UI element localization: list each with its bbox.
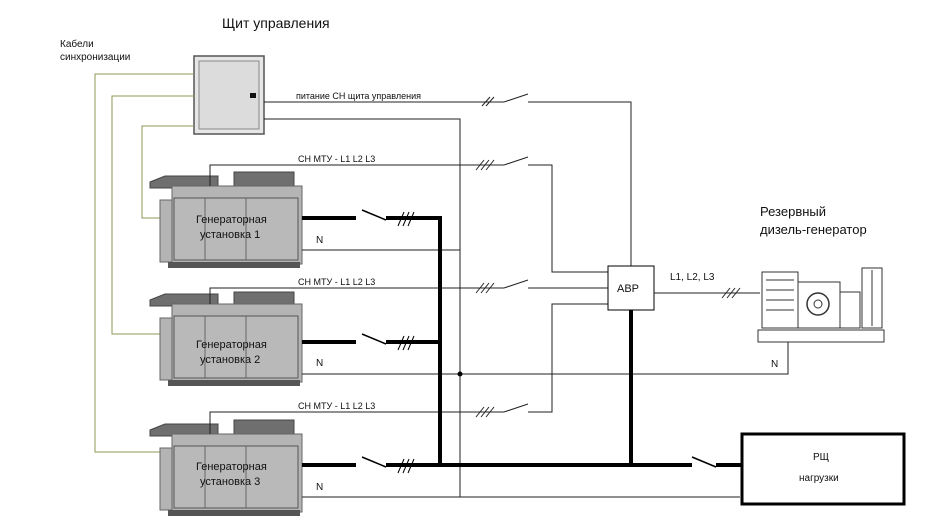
neutral-wiring: [302, 249, 789, 498]
generator-3-label-2: установка 3: [200, 476, 260, 488]
load-panel-box: [740, 432, 906, 506]
cabinet-supply-wiring: [264, 93, 740, 498]
aux-label-3: СН МТУ - L1 L2 L3: [298, 401, 375, 411]
generator-3-label-1: Генераторная: [196, 461, 267, 473]
ats-label: АВР: [617, 283, 639, 295]
phases-label: L1, L2, L3: [670, 272, 715, 283]
neutral-label-3: N: [316, 482, 323, 493]
sync-cables: [94, 73, 194, 453]
generator-set-icon: [149, 171, 303, 268]
aux-label-2: СН МТУ - L1 L2 L3: [298, 277, 375, 287]
control-panel-title: Щит управления: [222, 15, 330, 31]
aux-wiring: [209, 156, 608, 434]
control-cabinet-icon: [193, 55, 265, 135]
reserve-feed-wiring: [654, 287, 760, 299]
generator-set-icon: [149, 291, 303, 386]
load-panel-label-1: РЩ: [813, 452, 829, 463]
aux-label-1: СН МТУ - L1 L2 L3: [298, 154, 375, 164]
reserve-gen-label-1: Резервный: [760, 204, 826, 219]
ats-box: [607, 265, 655, 311]
reserve-gen-label-2: дизель-генератор: [760, 222, 867, 237]
sync-cables-label-2: синхронизации: [60, 52, 130, 63]
sync-cables-label-1: Кабели: [60, 38, 94, 50]
generator-1-label-2: установка 1: [200, 229, 260, 241]
neutral-label-2: N: [316, 358, 323, 369]
generator-set-icon: [149, 419, 303, 516]
reserve-neutral-label: N: [771, 359, 778, 370]
generator-2-label-1: Генераторная: [196, 339, 267, 351]
power-bus: [302, 209, 742, 474]
load-panel-label-2: нагрузки: [799, 473, 839, 484]
diesel-generator-icon: [757, 267, 885, 343]
cabinet-supply-label: питание СН щита управления: [296, 91, 421, 101]
generator-1-label-1: Генераторная: [196, 214, 267, 226]
neutral-label-1: N: [316, 235, 323, 246]
generator-2-label-2: установка 2: [200, 354, 260, 366]
